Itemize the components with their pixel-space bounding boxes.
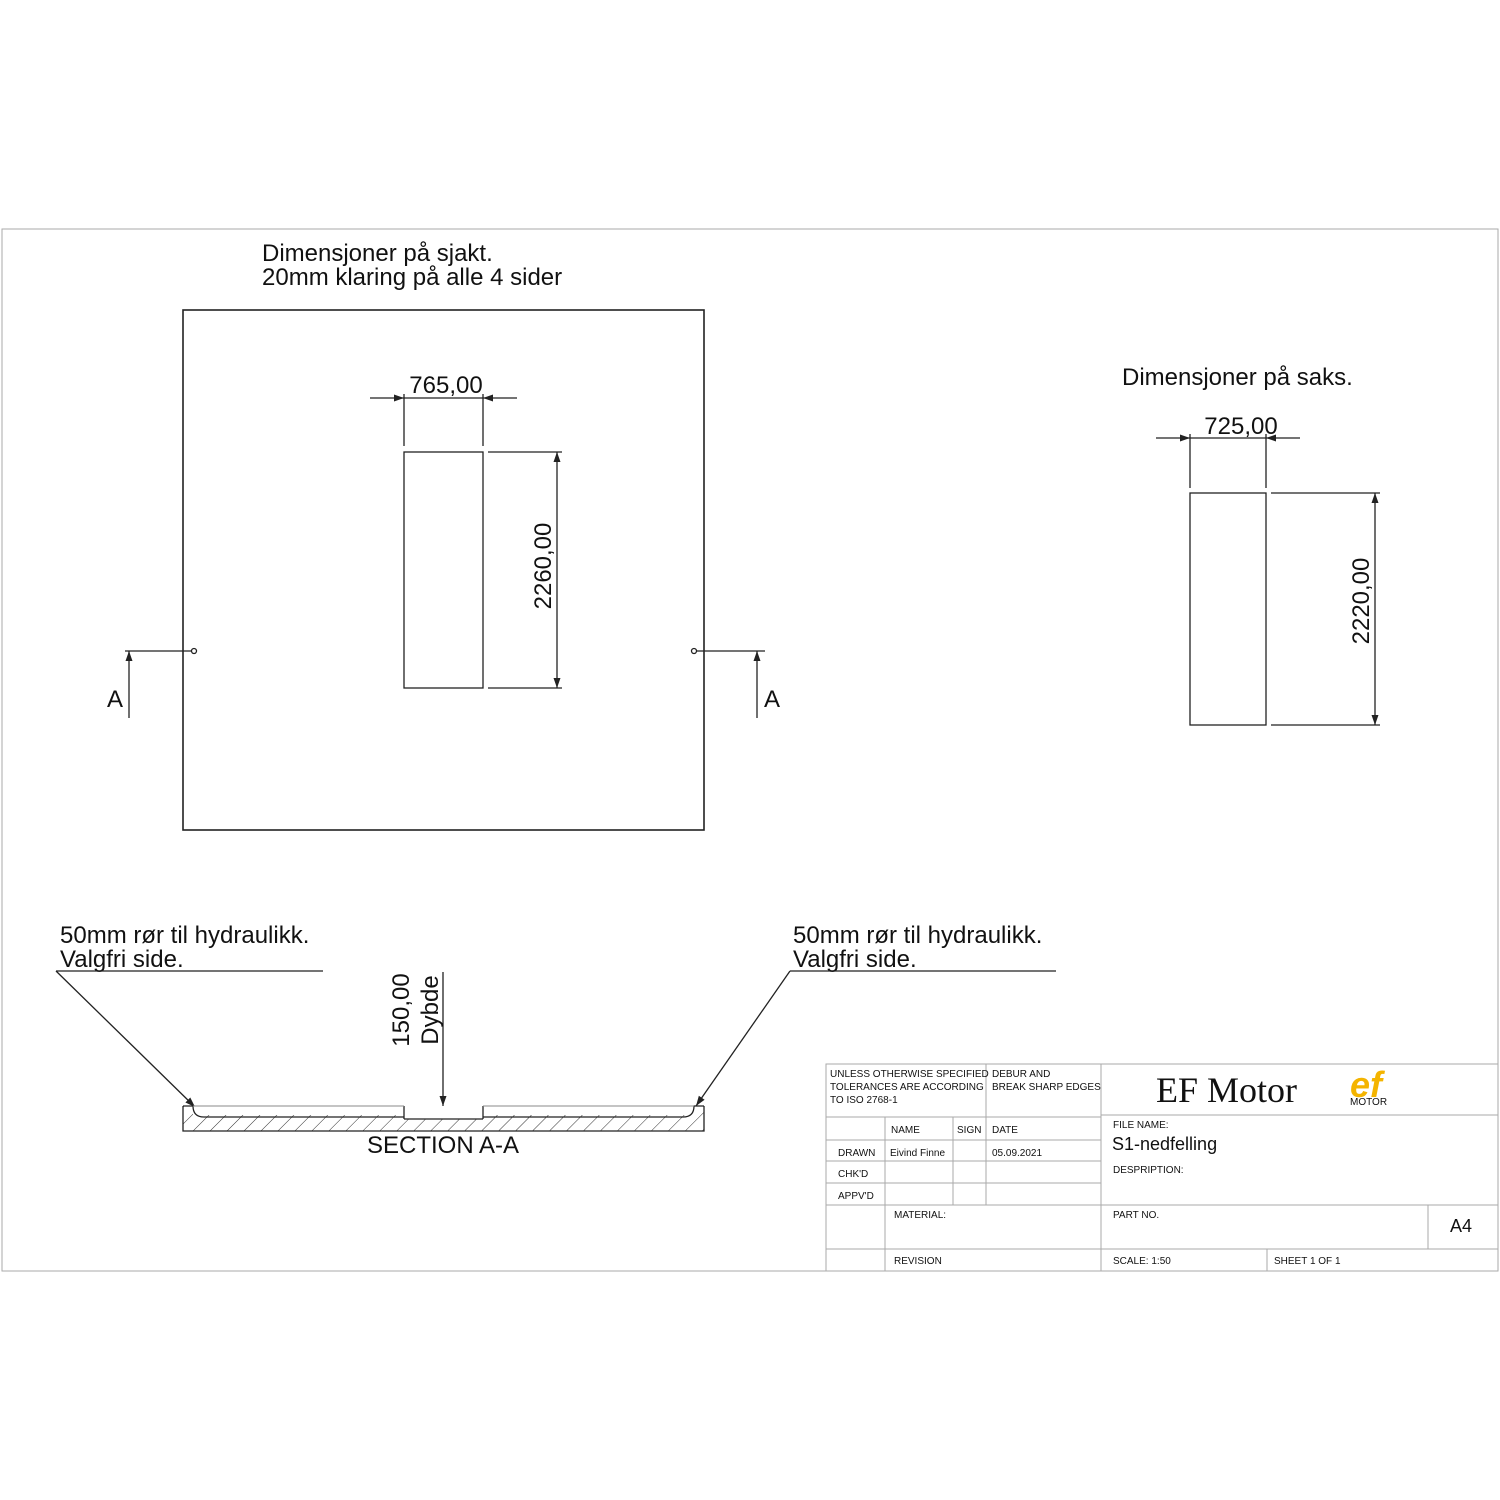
sheet-border (1, 228, 1499, 1272)
file-name: S1-nedfelling (1112, 1134, 1217, 1154)
section-label: SECTION A-A (367, 1132, 519, 1159)
note-left-leader (55, 970, 196, 1108)
note-right-line2: Valgfri side. (793, 946, 917, 973)
row-apprd: APPV'D (838, 1191, 874, 1202)
col-name: NAME (891, 1125, 920, 1136)
section-point-left (190, 647, 198, 655)
row-drawn: DRAWN (838, 1148, 875, 1159)
note-right-line1: 50mm rør til hydraulikk. (793, 922, 1042, 949)
tolerance-line3: TO ISO 2768-1 (830, 1095, 898, 1106)
shaft-title-line2: 20mm klaring på alle 4 sider (262, 264, 562, 291)
scissor-width-dim: 725,00 (1204, 413, 1277, 440)
file-name-label: FILE NAME: (1113, 1120, 1169, 1131)
ef-logo-mark: ef (1350, 1064, 1385, 1105)
debur-line1: DEBUR AND (992, 1069, 1050, 1080)
title-block (825, 1063, 1499, 1272)
revision-label: REVISION (894, 1256, 942, 1267)
shaft-opening (403, 451, 484, 689)
drawn-name: Eivind Finne (890, 1148, 945, 1159)
section-marker-right: A (764, 686, 780, 713)
shaft-outline (182, 309, 705, 831)
drawn-date: 05.09.2021 (992, 1148, 1042, 1159)
depth-label: Dybde (417, 975, 444, 1044)
section-body (182, 1105, 705, 1132)
ef-logo: ef MOTOR (1350, 1064, 1387, 1108)
col-sign: SIGN (957, 1125, 981, 1136)
shaft-width-dim: 765,00 (409, 372, 482, 399)
note-left-line2: Valgfri side. (60, 946, 184, 973)
tolerance-line1: UNLESS OTHERWISE SPECIFIED (830, 1069, 989, 1080)
company-name: EF Motor (1156, 1070, 1297, 1110)
section-marker-left: A (107, 686, 123, 713)
material-label: MATERIAL: (894, 1210, 946, 1221)
row-chkd: CHK'D (838, 1169, 868, 1180)
scissor-outline (1189, 492, 1267, 726)
description-label: DESPRIPTION: (1113, 1165, 1184, 1176)
shaft-title-line1: Dimensjoner på sjakt. (262, 240, 493, 267)
debur-line2: BREAK SHARP EDGES (992, 1082, 1101, 1093)
col-date: DATE (992, 1125, 1018, 1136)
depth-value: 150,00 (388, 973, 415, 1046)
scissor-height-dim: 2220,00 (1348, 558, 1375, 645)
scale: SCALE: 1:50 (1113, 1256, 1171, 1267)
tolerance-line2: TOLERANCES ARE ACCORDING (830, 1082, 984, 1093)
shaft-height-dim: 2260,00 (530, 523, 557, 610)
ef-logo-sub: MOTOR (1350, 1097, 1387, 1108)
sheet-count: SHEET 1 OF 1 (1274, 1256, 1341, 1267)
part-no-label: PART NO. (1113, 1210, 1159, 1221)
sheet-size: A4 (1450, 1216, 1472, 1236)
note-left-line1: 50mm rør til hydraulikk. (60, 922, 309, 949)
note-right-leader (695, 970, 791, 1107)
scissor-title: Dimensjoner på saks. (1122, 364, 1353, 391)
section-point-right (690, 647, 698, 655)
